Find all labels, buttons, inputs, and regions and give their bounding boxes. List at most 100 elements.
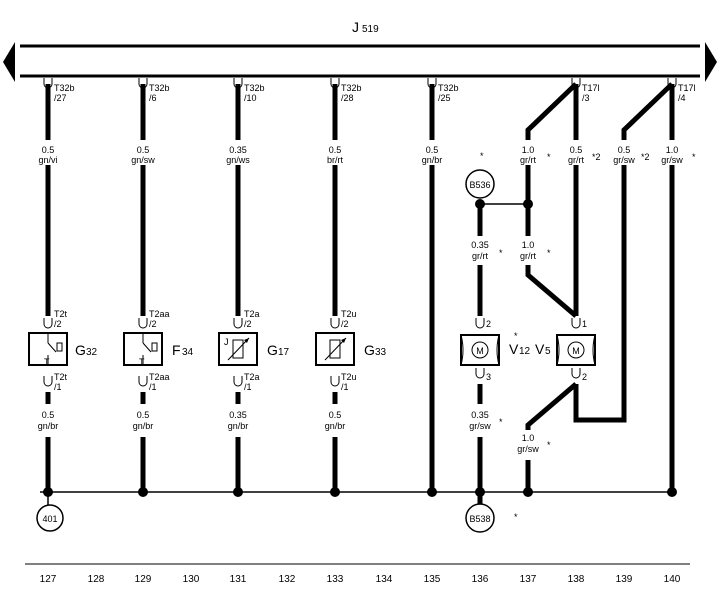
column-number: 138 [568,574,585,585]
wire-size: 0.5 [137,410,150,420]
wire-size: 0.5 [42,410,55,420]
column-number: 139 [616,574,633,585]
pin-number: /25 [438,93,451,103]
junction-dot [138,487,148,497]
column-number: 133 [327,574,344,585]
wire-star: * [692,152,696,162]
module-pin-labels: T32b /27 T32b /6 T32b /10 T32b /28 T32b … [54,83,696,103]
connector-number: /1 [149,382,157,392]
connector-number: /2 [54,319,62,329]
connector-labels: T2t /2 T2t /1 T2aa /2 T2aa /1 T2a /2 T2a… [54,309,357,392]
ground-label: B536 [469,180,490,190]
component-letter: G [75,342,86,358]
wire-size: 0.5 [618,145,631,155]
pin-number: /28 [341,93,354,103]
ground-star: * [514,512,518,522]
pin-label: T32b [149,83,170,93]
wire-size: 0.35 [229,145,247,155]
component-letter: V [535,341,545,357]
connector-number: /1 [244,382,252,392]
component-number: 17 [278,347,290,358]
component-letter: F [172,342,181,358]
connector-number: /1 [54,382,62,392]
arrow-left-icon [3,42,15,82]
column-number: 128 [88,574,105,585]
wire-segment [621,82,674,140]
ground-points: 401 B538 * B536 * [36,151,518,533]
column-number: 137 [520,574,537,585]
ground-star: * [480,151,484,161]
ground-label: 401 [42,514,57,524]
wire-color: gr/rt [520,251,537,261]
pin-number: /4 [678,93,686,103]
motor-icon [567,341,585,359]
wire-size: 0.5 [42,145,55,155]
wire-color: gr/rt [568,155,585,165]
module-j519: J 519 [3,19,717,82]
connector-markers [43,318,581,387]
column-number: 134 [376,574,393,585]
arrow-right-icon [705,42,717,82]
pin-label: T32b [438,83,459,93]
pin-label: T32b [341,83,362,93]
connector-number: /1 [341,382,349,392]
pin-label: T32b [244,83,265,93]
wire-size: 0.35 [471,240,489,250]
connector-label: T2a [244,309,260,319]
motor-icon [471,341,489,359]
connector-number: /2 [244,319,252,329]
component-number: 12 [519,346,531,357]
component-g17: J G 17 [218,332,290,366]
component-number: 33 [375,347,387,358]
wire-color: gn/ws [226,155,250,165]
wire-size: 1.0 [522,240,535,250]
component-letter: G [267,342,278,358]
wire-segment [525,82,578,140]
wire-labels-lower: 0.5 gn/br 0.5 gn/br 0.35 gn/br 0.5 gn/br… [38,410,551,454]
column-number: 127 [40,574,57,585]
column-number: 130 [183,574,200,585]
column-number: 140 [664,574,681,585]
wire-labels-upper: 0.5 gn/vi 0.5 gn/sw 0.35 gn/ws 0.5 br/rt… [38,145,696,165]
connector-number: /2 [341,319,349,329]
junction-dot [523,199,533,209]
wire-color: br/rt [327,155,344,165]
wire-size: 0.5 [329,145,342,155]
junctions [43,199,677,497]
wire-color: gn/br [422,155,443,165]
switch-glyph: T [44,357,50,367]
junction-dot [475,199,485,209]
wire-star: *2 [641,152,650,162]
wire-star: * [547,248,551,258]
sensor-glyph: J [224,337,229,347]
pin-label: T17l [582,83,600,93]
wire-color: gr/sw [517,444,539,454]
switch-glyph: T [139,357,145,367]
pin-number: /3 [582,93,590,103]
wire-color: gn/vi [38,155,57,165]
component-g32: T G 32 [28,332,98,367]
wire-size: 0.35 [229,410,247,420]
pin-label: T32b [54,83,75,93]
wire-star: * [547,152,551,162]
motor-pin: 2 [486,319,491,329]
pin-number: /27 [54,93,67,103]
column-number: 136 [472,574,489,585]
column-number: 131 [230,574,247,585]
motor-pin: 1 [582,319,587,329]
junction-dot [475,487,485,497]
ground-point-b538: B538 * [465,503,518,533]
ground-label: B538 [469,514,490,524]
column-number: 135 [424,574,441,585]
wire-star: * [499,417,503,427]
component-star: * [514,331,518,341]
wire-size: 0.5 [426,145,439,155]
wire-color: gr/rt [520,155,537,165]
wires [45,82,675,505]
module-letter: J [352,19,359,35]
wire-size: 1.0 [522,433,535,443]
pin-number: /6 [149,93,157,103]
junction-dot [427,487,437,497]
connector-label: T2aa [149,309,170,319]
